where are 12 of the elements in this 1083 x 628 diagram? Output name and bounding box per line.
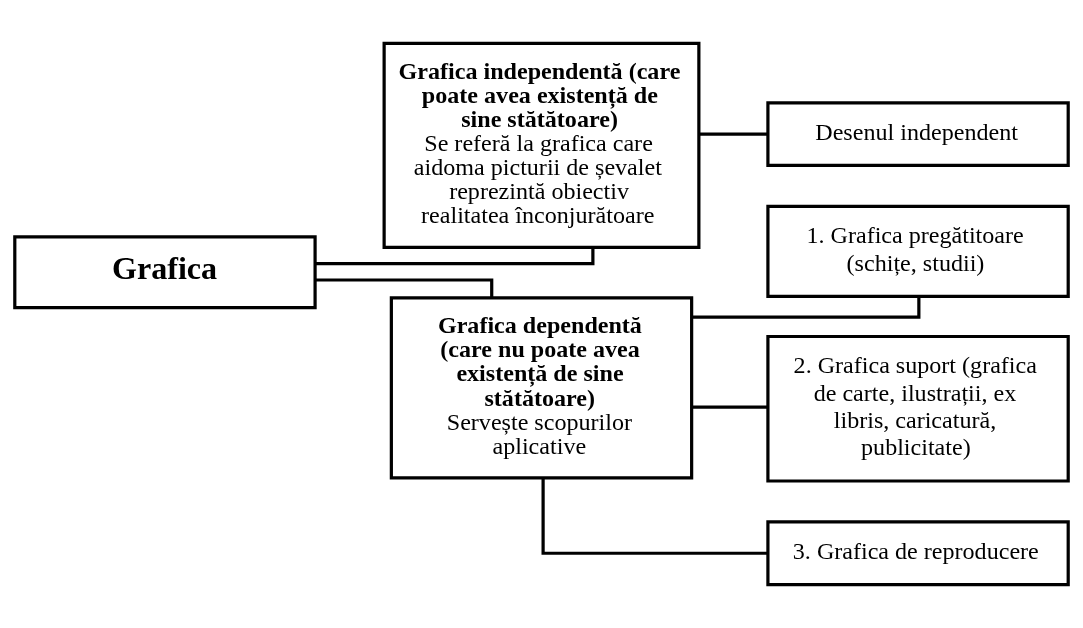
node-box: 2. Grafica suport (grafica de carte, ilustrații, ex libris, caricatură, publicitate) [766,334,1070,483]
node-box: 1. Grafica pregătitoare (schițe, studii) [766,204,1070,298]
connector [315,247,595,266]
node-box: Desenul independent [766,101,1070,168]
node-box: 3. Grafica de reproducere [766,520,1070,587]
node-box: Grafica independentă (care poate avea existență de sine stătătoare) Se referă la grafica care aidoma picturii de șevalet reprezintă obiectiv realitatea înconjurătoare [382,41,701,249]
connector [691,296,921,319]
connector [691,405,768,409]
connector [699,132,768,136]
connector [541,477,768,555]
node-box: Grafica dependentă (care nu poate avea existență de sine stătătoare) Servește scopurilor aplicative [389,296,694,480]
node-box: Grafica [13,235,317,310]
